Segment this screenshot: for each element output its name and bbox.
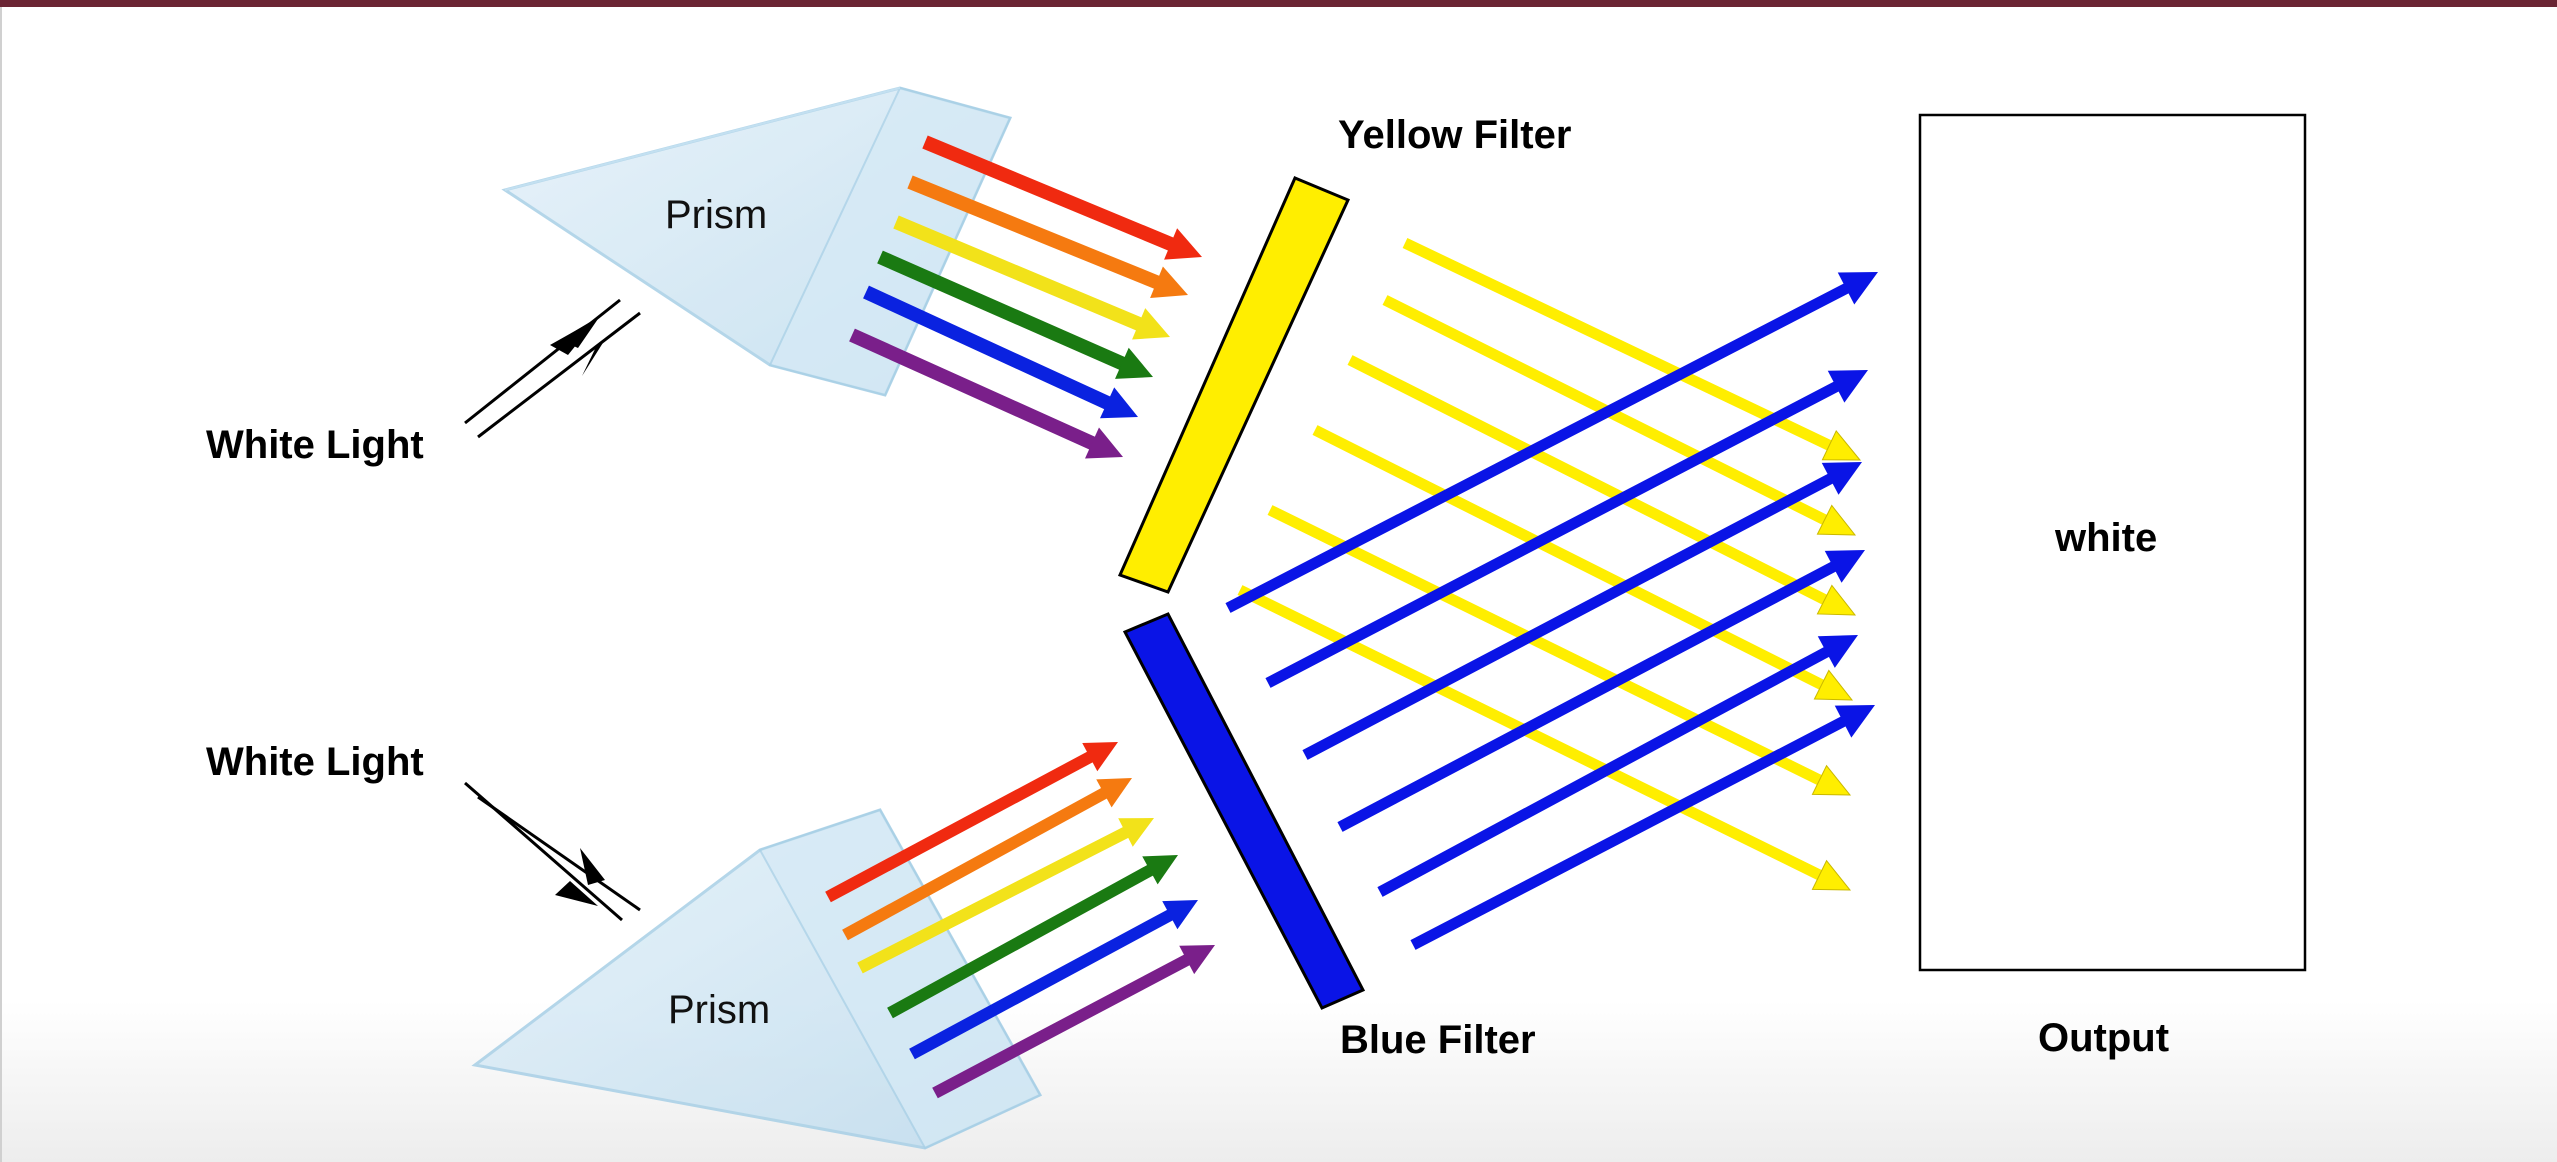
white-light-top-arrowhead-2 (582, 338, 606, 376)
blue-ray-1 (1225, 272, 1878, 613)
slide-edge (0, 7, 2, 1162)
blue-filter (1122, 612, 1366, 1010)
blue-rays (1225, 272, 1878, 950)
prism-bottom-label: Prism (668, 988, 771, 1032)
spectrum-rays-top (849, 135, 1202, 459)
yellow-ray-1 (1402, 238, 1862, 461)
ray-top-red (922, 135, 1202, 260)
yellow-ray-4 (1312, 425, 1854, 701)
output-box (1918, 113, 2307, 972)
ray-bottom-green (887, 855, 1178, 1019)
yellow-filter-label: Yellow Filter (1338, 113, 1572, 157)
white-light-top-line-2 (477, 311, 641, 439)
spectrum-rays-bottom (825, 742, 1215, 1099)
header-bar (0, 0, 2557, 7)
ray-bottom-red (825, 742, 1118, 903)
white-light-top-label: White Light (206, 423, 424, 467)
yellow-ray-3 (1347, 355, 1857, 616)
ray-top-green (877, 250, 1153, 379)
ray-bottom-blue (909, 900, 1198, 1060)
white-light-top-arrowhead-1b (550, 318, 598, 355)
ray-bottom-violet (932, 945, 1215, 1099)
white-light-rays (464, 298, 641, 922)
prism-top-label: Prism (665, 193, 768, 237)
blue-ray-6 (1410, 705, 1875, 950)
blue-ray-4 (1337, 550, 1865, 832)
white-light-bottom-arrowhead-2 (580, 848, 605, 885)
output-value-label: white (2055, 516, 2158, 560)
white-light-bottom-label: White Light (206, 740, 424, 784)
blue-filter-label: Blue Filter (1340, 1018, 1536, 1062)
yellow-rays (1237, 238, 1862, 891)
yellow-filter (1117, 176, 1351, 594)
yellow-ray-6 (1237, 585, 1852, 891)
blue-ray-3 (1302, 462, 1862, 760)
white-light-bottom-line-2 (477, 795, 641, 912)
ray-bottom-yellow (857, 818, 1154, 974)
prism-top (501, 86, 1013, 397)
yellow-ray-5 (1267, 505, 1852, 796)
output-title-label: Output (2038, 1016, 2170, 1060)
ray-bottom-orange (842, 778, 1132, 941)
ray-top-blue (863, 285, 1138, 419)
ray-top-orange (907, 175, 1188, 298)
white-light-bottom-arrowhead-1 (555, 881, 598, 906)
blue-ray-2 (1265, 370, 1868, 688)
ray-top-violet (849, 328, 1123, 459)
ray-top-yellow (893, 215, 1170, 340)
blue-ray-5 (1377, 635, 1858, 897)
